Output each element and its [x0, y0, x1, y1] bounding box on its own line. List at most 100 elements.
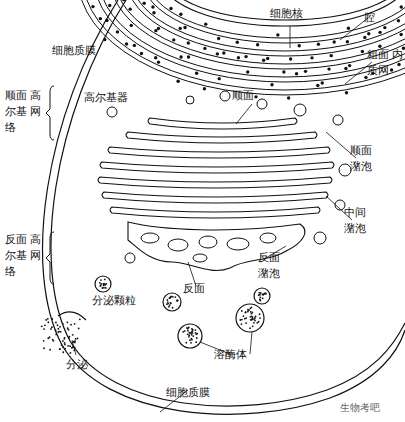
secreted-content — [59, 326, 61, 328]
secreted-content — [66, 321, 68, 323]
ribosome-dot — [91, 5, 94, 8]
secreted-content — [51, 326, 53, 328]
ribosome-dot — [282, 70, 285, 73]
er-membrane — [131, 0, 405, 51]
ribosome-dot — [217, 77, 220, 80]
granule-content — [188, 332, 190, 334]
secreted-content — [74, 323, 76, 325]
ribosome-dot — [176, 80, 179, 83]
granule-content — [103, 287, 105, 289]
granule-content — [247, 309, 249, 311]
secreted-content — [43, 347, 45, 349]
granule-content — [176, 300, 178, 302]
ribosome-dot — [195, 72, 198, 75]
transport-vesicle — [125, 253, 135, 263]
granule-content — [189, 332, 191, 334]
ribosome-dot — [399, 33, 402, 36]
granule-content — [263, 293, 265, 295]
ribosome-dot — [178, 27, 181, 30]
granule-content — [170, 296, 172, 298]
secreted-content — [62, 340, 64, 342]
granule-content — [265, 292, 267, 294]
secreted-content — [45, 319, 47, 321]
granule-content — [253, 322, 255, 324]
er-membrane — [115, 0, 405, 64]
granule-content — [103, 283, 105, 285]
bracket — [46, 86, 54, 140]
granule-content — [104, 284, 106, 286]
ribosome-dot — [378, 31, 381, 34]
secreted-content — [68, 329, 70, 331]
granule-content — [100, 283, 102, 285]
granule-content — [169, 304, 171, 306]
golgi-cisterna — [102, 192, 328, 203]
secreted-content — [78, 328, 80, 330]
secretory-granule — [95, 276, 111, 292]
ribosome-dot — [304, 70, 307, 73]
ribosome-dot — [289, 57, 292, 60]
ribosome-dot — [154, 56, 157, 59]
ribosome-dot — [116, 30, 119, 33]
tgn-lumen — [260, 233, 276, 243]
granule-content — [174, 296, 176, 298]
ribosome-dot — [130, 24, 133, 27]
granule-content — [99, 282, 101, 284]
granule-content — [167, 303, 169, 305]
golgi-cisterna — [98, 177, 332, 188]
granule-content — [172, 307, 174, 309]
part-label: 粗面 内质网 — [367, 47, 404, 79]
tgn-lumen — [168, 239, 188, 251]
granule-content — [170, 296, 172, 298]
ribosome-dot — [99, 17, 102, 20]
secreted-content — [49, 349, 51, 351]
ribosome-dot — [222, 51, 225, 54]
tgn-lumen — [193, 254, 207, 262]
part-label: 细胞质膜 — [166, 385, 210, 401]
ribosome-dot — [128, 7, 131, 10]
ribosome-dot — [378, 45, 381, 48]
ribosome-dot — [330, 54, 333, 57]
ribosome-dot — [151, 5, 154, 8]
secreted-content — [64, 337, 66, 339]
tgn-lumen — [141, 233, 159, 243]
secreted-content — [44, 324, 46, 326]
ribosome-dot — [361, 50, 364, 53]
granule-content — [190, 342, 192, 344]
tgn-lumen — [199, 236, 217, 248]
granule-content — [188, 334, 190, 336]
part-label: 腔 — [364, 10, 375, 26]
ribosome-dot — [346, 40, 349, 43]
er-membrane — [147, 0, 405, 38]
transport-vesicle — [257, 99, 267, 109]
secreted-content — [79, 318, 81, 320]
secretory-granule — [163, 293, 181, 311]
ribosome-dot — [203, 87, 206, 90]
part-label: 分泌颗粒 — [92, 293, 136, 309]
leader-line — [236, 104, 252, 124]
granule-content — [187, 330, 189, 332]
ribosome-dot — [383, 26, 386, 29]
ribosome-dot — [332, 40, 335, 43]
granule-content — [262, 297, 264, 299]
granule-content — [241, 319, 243, 321]
ribosome-dot — [154, 29, 157, 32]
granule-content — [195, 341, 197, 343]
transport-vesicle — [339, 164, 351, 176]
granule-content — [259, 300, 261, 302]
secreted-content — [69, 345, 71, 347]
ribosome-dot — [217, 37, 220, 40]
ribosome-dot — [254, 95, 257, 98]
transport-vesicle — [220, 91, 230, 101]
ribosome-dot — [236, 41, 239, 44]
leader-line — [250, 332, 252, 354]
granule-content — [102, 287, 104, 289]
secreted-content — [74, 340, 76, 342]
secreted-content — [59, 348, 61, 350]
ribosome-dot — [276, 33, 279, 36]
granule-content — [184, 330, 186, 332]
granule-content — [252, 311, 254, 313]
granule-content — [239, 319, 241, 321]
golgi-cisterna — [108, 147, 330, 158]
granule-content — [186, 327, 188, 329]
